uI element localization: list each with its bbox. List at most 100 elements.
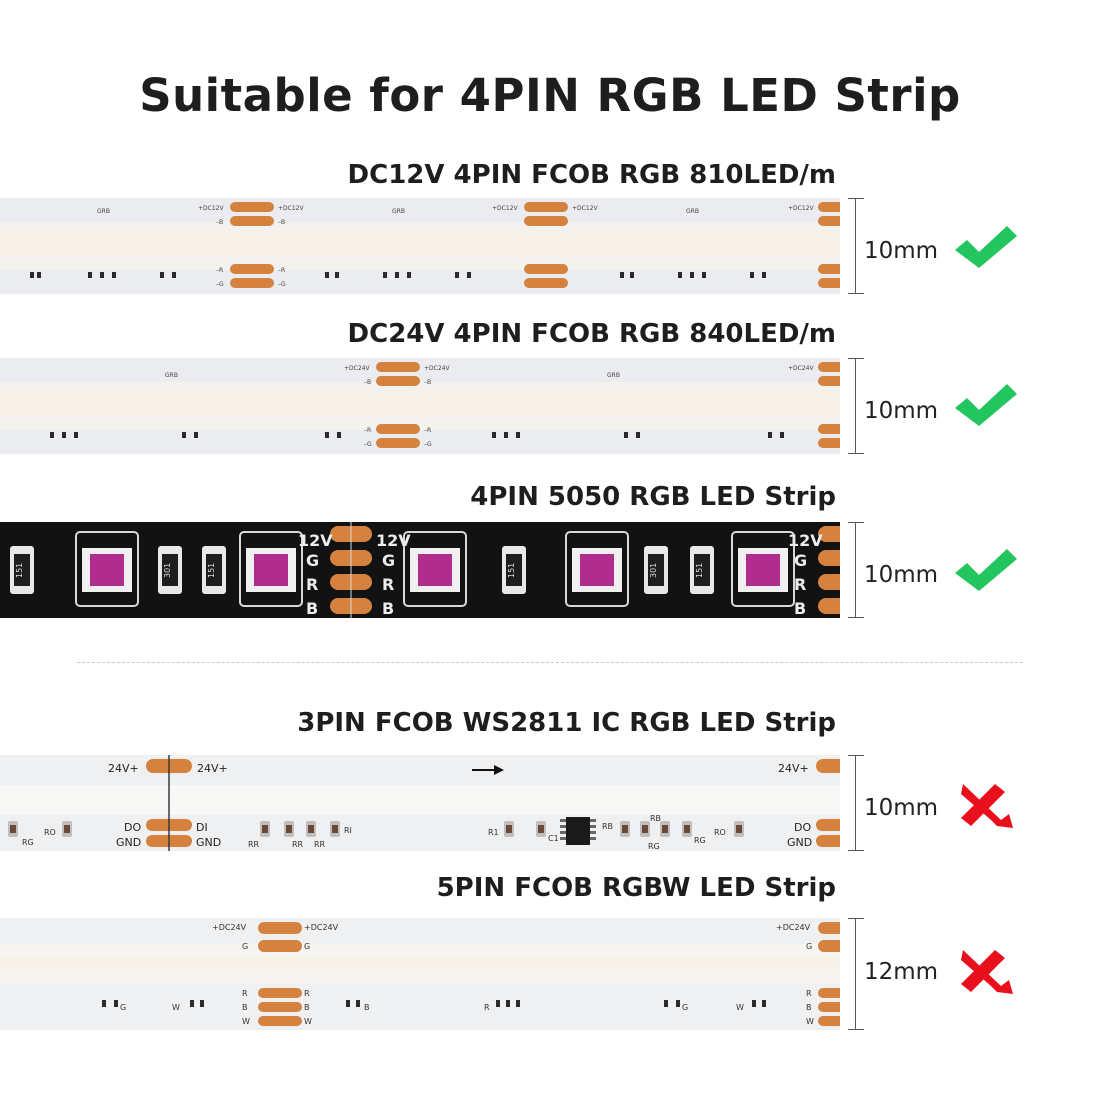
width-label: 10mm <box>864 562 939 588</box>
width-dimension <box>848 522 864 618</box>
svg-text:G: G <box>382 551 395 570</box>
svg-text:R1: R1 <box>488 828 499 837</box>
svg-text:301: 301 <box>649 563 658 578</box>
svg-text:B: B <box>304 1003 310 1012</box>
width-label: 12mm <box>864 959 939 985</box>
svg-text:R: R <box>306 575 318 594</box>
svg-text:–R: –R <box>216 267 223 274</box>
svg-text:G: G <box>306 551 319 570</box>
svg-text:B: B <box>306 599 318 618</box>
svg-text:R: R <box>806 989 812 998</box>
svg-text:151: 151 <box>507 563 516 578</box>
strip-image-rgbw: +DC24V +DC24V G G R R B B W W +DC24V G R… <box>0 918 840 1030</box>
svg-text:–B: –B <box>216 219 223 226</box>
svg-text:24V+: 24V+ <box>108 762 139 775</box>
width-dimension <box>848 918 864 1030</box>
svg-text:G: G <box>794 551 807 570</box>
svg-text:GRB: GRB <box>607 372 620 379</box>
svg-text:301: 301 <box>163 563 172 578</box>
svg-text:GND: GND <box>116 836 141 849</box>
width-label: 10mm <box>864 398 939 424</box>
svg-text:+DC12V: +DC12V <box>572 205 598 212</box>
svg-text:RB: RB <box>602 822 613 831</box>
svg-text:W: W <box>736 1003 744 1012</box>
svg-text:RG: RG <box>22 838 34 847</box>
checkmark-icon <box>951 380 1021 430</box>
svg-text:DI: DI <box>196 821 208 834</box>
svg-text:R: R <box>242 989 248 998</box>
svg-text:24V+: 24V+ <box>197 762 228 775</box>
svg-text:GRB: GRB <box>686 208 699 215</box>
strip-title-rgbw: 5PIN FCOB RGBW LED Strip <box>436 873 836 903</box>
strip-image-dc12v-fcob: +DC12V +DC12V –B –B –R –R –G –G GRB GRB … <box>0 198 840 294</box>
svg-text:24V+: 24V+ <box>778 762 809 775</box>
svg-text:–B: –B <box>424 379 431 386</box>
strip-image-5050-rgb: 151 301 151 151 301 151 12V G R B 12V G … <box>0 522 840 618</box>
strip-title-dc24v-fcob: DC24V 4PIN FCOB RGB 840LED/m <box>347 319 836 349</box>
svg-text:151: 151 <box>207 563 216 578</box>
width-dimension <box>848 198 864 294</box>
svg-text:12V: 12V <box>298 531 333 550</box>
svg-text:C1: C1 <box>548 834 559 843</box>
svg-text:–R: –R <box>364 427 371 434</box>
svg-text:RR: RR <box>292 840 304 849</box>
svg-text:12V: 12V <box>788 531 823 550</box>
svg-text:B: B <box>364 1003 370 1012</box>
width-label: 10mm <box>864 238 939 264</box>
cross-icon <box>951 780 1021 830</box>
svg-text:R: R <box>382 575 394 594</box>
svg-text:G: G <box>806 942 812 951</box>
svg-text:RG: RG <box>648 842 660 851</box>
svg-text:RB: RB <box>650 814 661 823</box>
svg-text:151: 151 <box>695 563 704 578</box>
svg-text:W: W <box>806 1017 814 1026</box>
width-dimension <box>848 358 864 454</box>
svg-text:RO: RO <box>714 828 726 837</box>
pad-label: +DC12V <box>198 205 224 212</box>
svg-text:+DC24V: +DC24V <box>776 923 811 932</box>
svg-text:–R: –R <box>424 427 431 434</box>
width-label: 10mm <box>864 795 939 821</box>
svg-text:RG: RG <box>694 836 706 845</box>
svg-text:W: W <box>304 1017 312 1026</box>
svg-text:GRB: GRB <box>97 208 110 215</box>
svg-text:+DC12V: +DC12V <box>278 205 304 212</box>
strip-title-dc12v-fcob: DC12V 4PIN FCOB RGB 810LED/m <box>347 160 836 190</box>
strip-title-ws2811: 3PIN FCOB WS2811 IC RGB LED Strip <box>297 708 836 738</box>
width-dimension <box>848 755 864 851</box>
pad-label: +DC24V <box>344 365 370 372</box>
svg-text:RR: RR <box>248 840 260 849</box>
cross-icon <box>951 946 1021 996</box>
svg-text:–G: –G <box>216 281 224 288</box>
section-divider <box>77 662 1023 663</box>
svg-text:–G: –G <box>424 441 432 448</box>
svg-text:B: B <box>806 1003 812 1012</box>
svg-text:GRB: GRB <box>165 372 178 379</box>
svg-text:RR: RR <box>314 840 326 849</box>
svg-text:+DC24V: +DC24V <box>212 923 247 932</box>
strip-image-ws2811: 24V+ 24V+ 24V+ DO DI GND GND DO GND R1 C… <box>0 755 840 851</box>
svg-text:DO: DO <box>794 821 811 834</box>
svg-text:+DC24V: +DC24V <box>788 365 814 372</box>
strip-title-5050-rgb: 4PIN 5050 RGB LED Strip <box>470 482 836 512</box>
svg-text:–B: –B <box>364 379 371 386</box>
svg-text:R: R <box>484 1003 490 1012</box>
svg-text:+DC24V: +DC24V <box>424 365 450 372</box>
svg-text:GND: GND <box>787 836 812 849</box>
svg-text:G: G <box>242 942 248 951</box>
checkmark-icon <box>951 222 1021 272</box>
svg-text:B: B <box>242 1003 248 1012</box>
checkmark-icon <box>951 545 1021 595</box>
svg-text:W: W <box>172 1003 180 1012</box>
svg-text:R: R <box>794 575 806 594</box>
svg-text:–G: –G <box>278 281 286 288</box>
svg-text:W: W <box>242 1017 250 1026</box>
svg-text:DO: DO <box>124 821 141 834</box>
svg-text:–B: –B <box>278 219 285 226</box>
svg-text:12V: 12V <box>376 531 411 550</box>
strip-image-dc24v-fcob: +DC24V +DC24V –B –B –R –R –G –G GRB GRB … <box>0 358 840 454</box>
svg-text:G: G <box>120 1003 126 1012</box>
svg-text:+DC24V: +DC24V <box>304 923 339 932</box>
svg-text:+DC12V: +DC12V <box>492 205 518 212</box>
svg-text:G: G <box>682 1003 688 1012</box>
